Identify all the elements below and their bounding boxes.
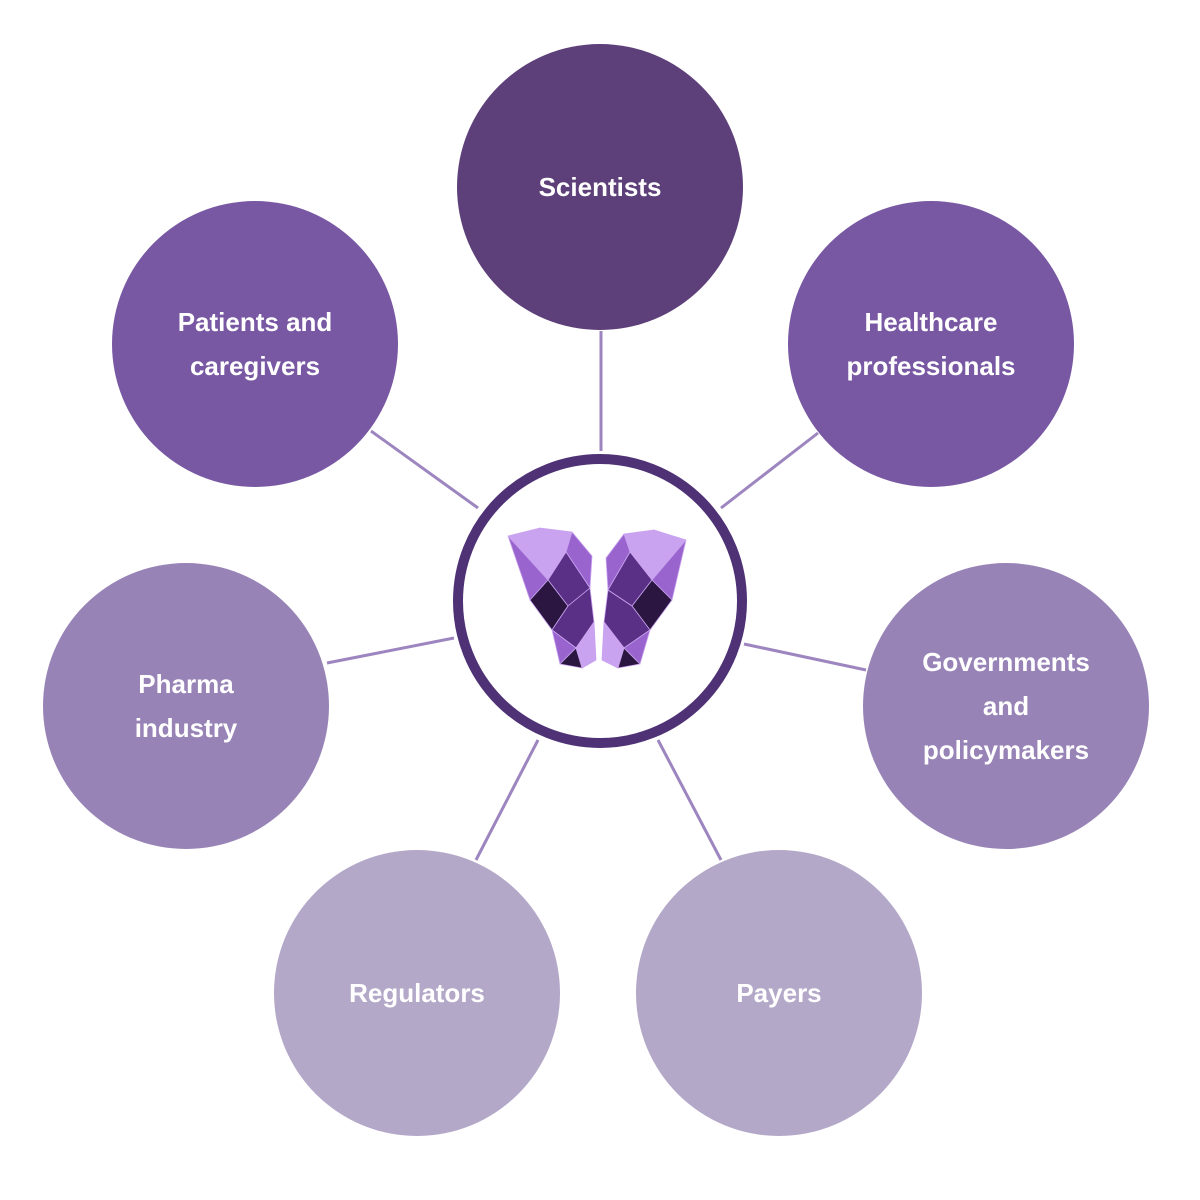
connector-healthcare-professionals bbox=[720, 431, 819, 510]
node-scientists: Scientists bbox=[457, 44, 743, 330]
connector-payers bbox=[656, 739, 723, 861]
node-label-regulators: Regulators bbox=[349, 978, 485, 1008]
node-label-scientists: Scientists bbox=[539, 172, 662, 202]
connector-governments-and-policymakers bbox=[743, 642, 867, 672]
node-governments-and-policymakers: Governments and policymakers bbox=[863, 563, 1149, 849]
node-label-patients-and-caregivers: caregivers bbox=[190, 351, 320, 381]
node-circle-scientists bbox=[457, 44, 743, 330]
node-circle-patients-and-caregivers bbox=[112, 201, 398, 487]
node-label-payers: Payers bbox=[736, 978, 821, 1008]
polygonal-butterfly-logo-icon bbox=[507, 527, 687, 669]
node-label-governments-and-policymakers: Governments bbox=[922, 647, 1090, 677]
node-pharma-industry: Pharma industry bbox=[43, 563, 329, 849]
node-payers: Payers bbox=[636, 850, 922, 1136]
node-label-pharma-industry: Pharma bbox=[138, 669, 234, 699]
hub bbox=[453, 454, 747, 748]
node-circle-payers bbox=[636, 850, 922, 1136]
node-label-governments-and-policymakers: policymakers bbox=[923, 735, 1089, 765]
node-label-pharma-industry: industry bbox=[135, 713, 238, 743]
logo-facet bbox=[617, 647, 641, 669]
connector-patients-and-caregivers bbox=[370, 429, 479, 510]
connector-group bbox=[326, 331, 867, 861]
hub-ring bbox=[453, 454, 747, 748]
logo-facet bbox=[559, 647, 583, 669]
connector-regulators bbox=[474, 739, 540, 861]
node-label-patients-and-caregivers: Patients and bbox=[178, 307, 333, 337]
connector-pharma-industry bbox=[326, 636, 455, 665]
node-healthcare-professionals: Healthcare professionals bbox=[788, 201, 1074, 487]
node-patients-and-caregivers: Patients and caregivers bbox=[112, 201, 398, 487]
node-regulators: Regulators bbox=[274, 850, 560, 1136]
node-label-healthcare-professionals: professionals bbox=[846, 351, 1015, 381]
node-label-healthcare-professionals: Healthcare bbox=[865, 307, 998, 337]
node-circle-regulators bbox=[274, 850, 560, 1136]
node-circle-healthcare-professionals bbox=[788, 201, 1074, 487]
node-circle-pharma-industry bbox=[43, 563, 329, 849]
node-circle-governments-and-policymakers bbox=[863, 563, 1149, 849]
node-label-governments-and-policymakers: and bbox=[983, 691, 1029, 721]
